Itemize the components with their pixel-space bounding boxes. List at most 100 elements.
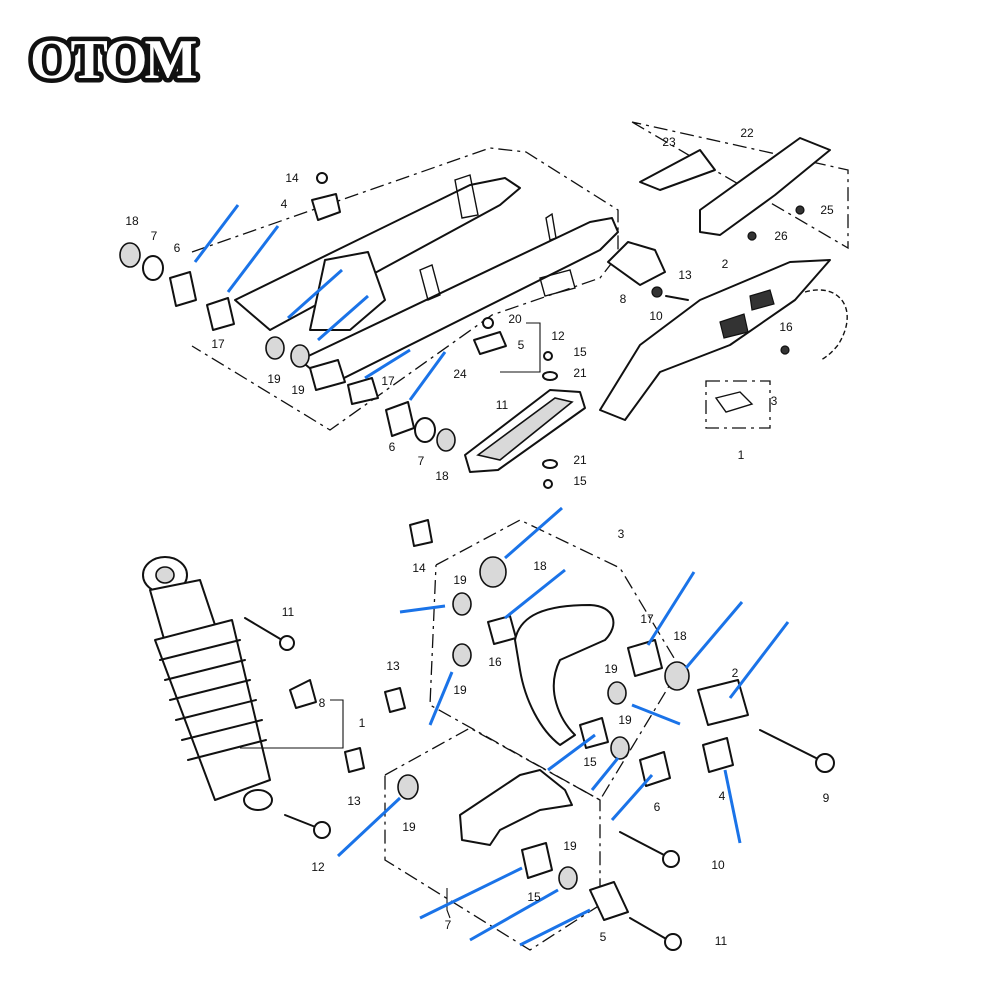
bearing-19-rod: [558, 866, 578, 890]
arrow-14: [631, 703, 681, 726]
bolt-13-top: [665, 295, 689, 301]
part-label-t1b: 1: [359, 716, 366, 730]
part-label-t9: 9: [823, 791, 830, 805]
screw-15-a: [543, 351, 553, 361]
screw-15-b: [543, 479, 553, 489]
part-label-t4: 4: [281, 197, 288, 211]
swingarm-pivot-body: [309, 251, 386, 331]
part-label-t22: 22: [740, 126, 754, 140]
part-label-t2b: 2: [732, 666, 739, 680]
collar-17-right: [347, 377, 379, 405]
collar-15-rod: [521, 842, 553, 879]
arrow-16: [590, 757, 620, 791]
part-label-t2a: 2: [722, 257, 729, 271]
part-label-t16b: 16: [488, 655, 502, 669]
swingarm-left-arm: [234, 177, 521, 331]
bolt-9-head: [815, 753, 835, 773]
arrow-19: [336, 796, 402, 858]
part-label-t7b: 7: [418, 454, 425, 468]
drive-chain-1: [804, 289, 848, 361]
collar-6-left: [169, 271, 197, 307]
swingarm-axle-plate: [539, 269, 576, 297]
bearing-19-link-d: [610, 736, 630, 760]
part-label-t17c: 17: [640, 612, 654, 626]
logo-fill: OTOM: [30, 29, 196, 91]
part-label-t16a: 16: [779, 320, 793, 334]
arrow-8: [504, 568, 566, 620]
nut-10: [651, 286, 663, 298]
part-label-t18a: 18: [125, 214, 139, 228]
part-label-t11c: 11: [715, 934, 728, 948]
shock-group: [142, 556, 406, 839]
part-label-t13a: 13: [678, 268, 692, 282]
part-label-t14b: 14: [412, 561, 426, 575]
arrow-5: [364, 348, 411, 380]
bearing-17-left: [206, 297, 235, 331]
swingarm-tab: [545, 212, 557, 241]
part-label-t12b: 12: [311, 860, 325, 874]
arrow-10: [428, 671, 454, 726]
arrow-17: [610, 774, 654, 821]
arrow-11: [646, 571, 696, 646]
arrow-22: [519, 908, 591, 947]
bearing-19-link-b: [452, 643, 472, 667]
pin-2: [697, 679, 749, 726]
swingarm-bracket: [454, 174, 479, 219]
bolt-11-rod-head: [664, 933, 682, 951]
part-label-t25: 25: [820, 203, 834, 217]
seal-18-left: [119, 242, 141, 268]
bearing-19-a: [265, 336, 285, 360]
bolt-10: [619, 831, 667, 857]
bolt-10-head: [662, 850, 680, 868]
nut-14-link: [409, 519, 433, 547]
part-label-t6c: 6: [654, 800, 661, 814]
bolt-25: [795, 205, 805, 215]
spring-guide-8: [289, 679, 317, 709]
clamp-4: [311, 193, 341, 221]
collar-6-link: [639, 751, 671, 787]
guide-5: [473, 331, 507, 355]
arrow-4: [317, 294, 369, 342]
arrow-1: [193, 204, 240, 263]
bolt-14: [316, 172, 328, 184]
swingarm-bracket-2: [419, 264, 441, 301]
case-window-b: [749, 289, 775, 311]
linkage-boundary-7: [384, 727, 601, 951]
bearing-16-link: [487, 615, 517, 645]
part-label-t18d: 18: [673, 629, 687, 643]
part-label-t26: 26: [774, 229, 788, 243]
bracket-23: [639, 149, 716, 191]
guard-boundary: [631, 121, 849, 250]
arrow-15: [547, 733, 596, 772]
bolt-12-shock: [284, 814, 319, 829]
arrow-20: [419, 866, 523, 920]
brand-logo: OTOM OTOM: [26, 25, 204, 96]
part-label-t18c: 18: [533, 559, 547, 573]
arrow-9: [399, 604, 446, 614]
nut-13-top: [384, 687, 406, 713]
bolt-9: [759, 729, 821, 761]
logo-outline: OTOM: [30, 29, 196, 91]
part-label-t8a: 8: [620, 292, 627, 306]
slider-pad: [476, 397, 574, 461]
part-label-t7c: 7: [445, 918, 452, 932]
bearing-17-right: [309, 359, 346, 391]
shock-top-bushing: [155, 566, 175, 584]
rod-leader-7: [446, 888, 451, 919]
part-label-t6a: 6: [174, 241, 181, 255]
collar-4: [702, 737, 734, 773]
part-label-t7a: 7: [151, 229, 158, 243]
bolt-16: [780, 345, 790, 355]
collar-5: [589, 881, 629, 921]
bolt-11-shock: [244, 617, 283, 641]
part-label-t15d: 15: [527, 890, 541, 904]
part-label-t5b: 5: [600, 930, 607, 944]
part-label-t18b: 18: [435, 469, 449, 483]
part-label-t19h: 19: [563, 839, 577, 853]
washer-21-a: [542, 371, 558, 381]
shock-spring: [159, 639, 267, 761]
bolt-11-rod: [629, 917, 669, 941]
